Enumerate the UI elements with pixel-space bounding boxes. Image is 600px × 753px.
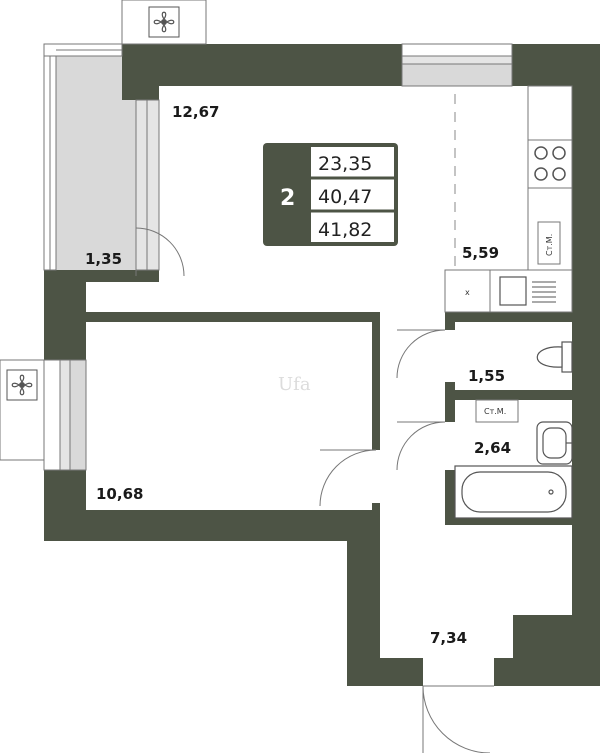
fan-icon bbox=[6, 369, 38, 401]
wall-top-left-notch bbox=[122, 86, 159, 100]
sink-icon bbox=[499, 276, 527, 306]
partition-bedroom-right-upper bbox=[372, 312, 380, 450]
riser-kitchen-label: Ст.М. bbox=[545, 234, 554, 256]
partition-wc-left-lower bbox=[445, 470, 455, 525]
partition-wc-left-mid bbox=[445, 382, 455, 422]
badge-values-panel bbox=[311, 147, 394, 242]
partition-bath-bottom bbox=[445, 518, 572, 525]
partitions bbox=[86, 312, 572, 525]
wall-bottom-left bbox=[44, 510, 380, 541]
stove-icon bbox=[527, 139, 573, 189]
drainboard-icon bbox=[532, 281, 556, 303]
badge-total-with-balcony: 41,82 bbox=[318, 219, 372, 241]
badge-living-area: 23,35 bbox=[318, 153, 372, 175]
washbasin-icon bbox=[536, 421, 573, 465]
label-toilet: 1,55 bbox=[468, 367, 505, 385]
label-balcony: 1,35 bbox=[85, 250, 122, 268]
wall-hall-left bbox=[347, 510, 380, 686]
label-kitchen: 5,59 bbox=[462, 244, 499, 262]
windows bbox=[43, 43, 513, 471]
riser-bath-label: Ст.М. bbox=[484, 407, 506, 416]
partition-bedroom-right-lower bbox=[372, 503, 380, 515]
bath-door-swing bbox=[396, 421, 446, 471]
area-badge: 2 23,35 40,47 41,82 bbox=[263, 143, 398, 246]
vent-left bbox=[0, 359, 45, 461]
kitchen: Ст.М. x bbox=[444, 85, 573, 313]
balcony-door-swing bbox=[135, 227, 185, 277]
riser-kitchen bbox=[537, 221, 561, 265]
sink-mark: x bbox=[465, 288, 470, 297]
toilet-room bbox=[396, 329, 573, 379]
partition-bedroom-top bbox=[86, 312, 380, 322]
toilet-icon bbox=[536, 341, 573, 373]
partition-wc-top bbox=[445, 312, 572, 322]
wall-right bbox=[572, 86, 600, 686]
partition-wc-bath bbox=[445, 390, 572, 400]
entrance-door bbox=[422, 658, 494, 753]
vent-top bbox=[121, 0, 207, 45]
fan-icon bbox=[148, 6, 180, 38]
bathroom: Ст.М. bbox=[396, 399, 573, 519]
label-living-room: 12,67 bbox=[172, 103, 219, 121]
label-bedroom: 10,68 bbox=[96, 485, 143, 503]
watermark: Ufa bbox=[278, 374, 311, 395]
bathtub-icon bbox=[454, 465, 573, 519]
bedroom-door bbox=[319, 449, 377, 507]
wc-door-swing bbox=[396, 329, 446, 379]
badge-total-area: 40,47 bbox=[318, 186, 372, 208]
riser-bath bbox=[475, 399, 519, 423]
balcony bbox=[43, 43, 185, 277]
label-bathroom: 2,64 bbox=[474, 439, 511, 457]
wall-top bbox=[122, 44, 600, 86]
wall-hall-bottom-left bbox=[347, 658, 423, 686]
label-hall: 7,34 bbox=[430, 629, 467, 647]
wall-balcony-bottom bbox=[44, 270, 159, 282]
room-labels: 12,67 1,35 5,59 1,55 2,64 10,68 7,34 bbox=[85, 103, 511, 647]
wall-bottom-right-step bbox=[513, 615, 600, 686]
badge-room-count: 2 bbox=[280, 186, 295, 211]
